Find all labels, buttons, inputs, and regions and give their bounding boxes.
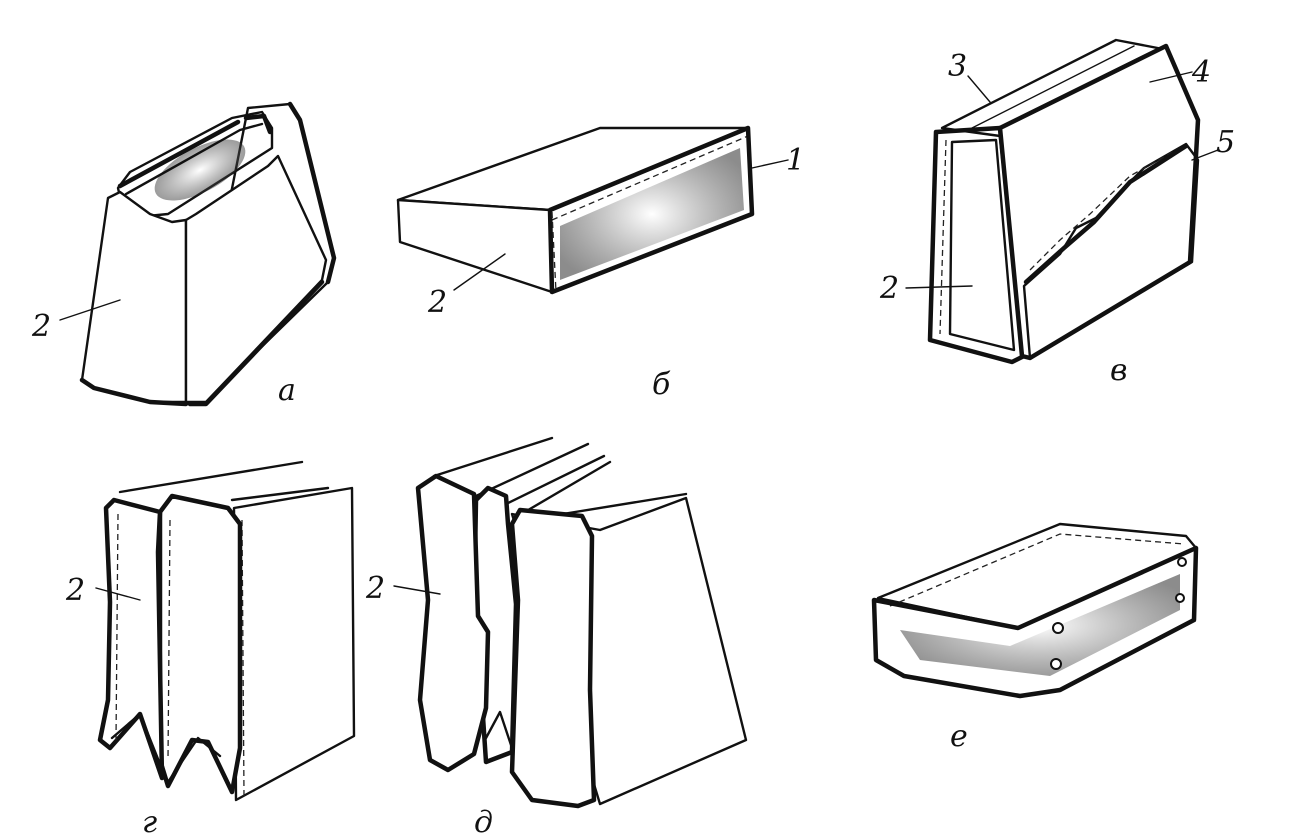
- panel-a: 2 а: [31, 101, 337, 408]
- part-label-2: 2: [65, 573, 85, 608]
- part-label-5: 5: [1216, 125, 1235, 160]
- part-label-2: 2: [365, 571, 385, 606]
- part-label-3: 3: [948, 49, 967, 84]
- part-label-2: 2: [31, 309, 51, 344]
- panel-letter-a: а: [278, 373, 296, 408]
- panel-letter-d: д: [474, 805, 493, 833]
- panel-e: е: [871, 522, 1199, 754]
- panel-letter-v: в: [1110, 353, 1127, 388]
- panel-letter-e: е: [950, 719, 968, 754]
- panel-v: 3 4 5 2 в: [879, 38, 1235, 388]
- part-label-1: 1: [786, 143, 805, 178]
- leader-line: [59, 299, 121, 321]
- panel-g: 2 г: [65, 460, 356, 833]
- panel-b: 2 1 б: [396, 125, 805, 402]
- panel-d: 2 д: [365, 436, 748, 833]
- part-label-2: 2: [427, 285, 447, 320]
- part-label-2: 2: [879, 271, 899, 306]
- panel-letter-g: г: [142, 805, 157, 833]
- panel-letter-b: б: [652, 367, 671, 402]
- part-label-4: 4: [1191, 55, 1211, 90]
